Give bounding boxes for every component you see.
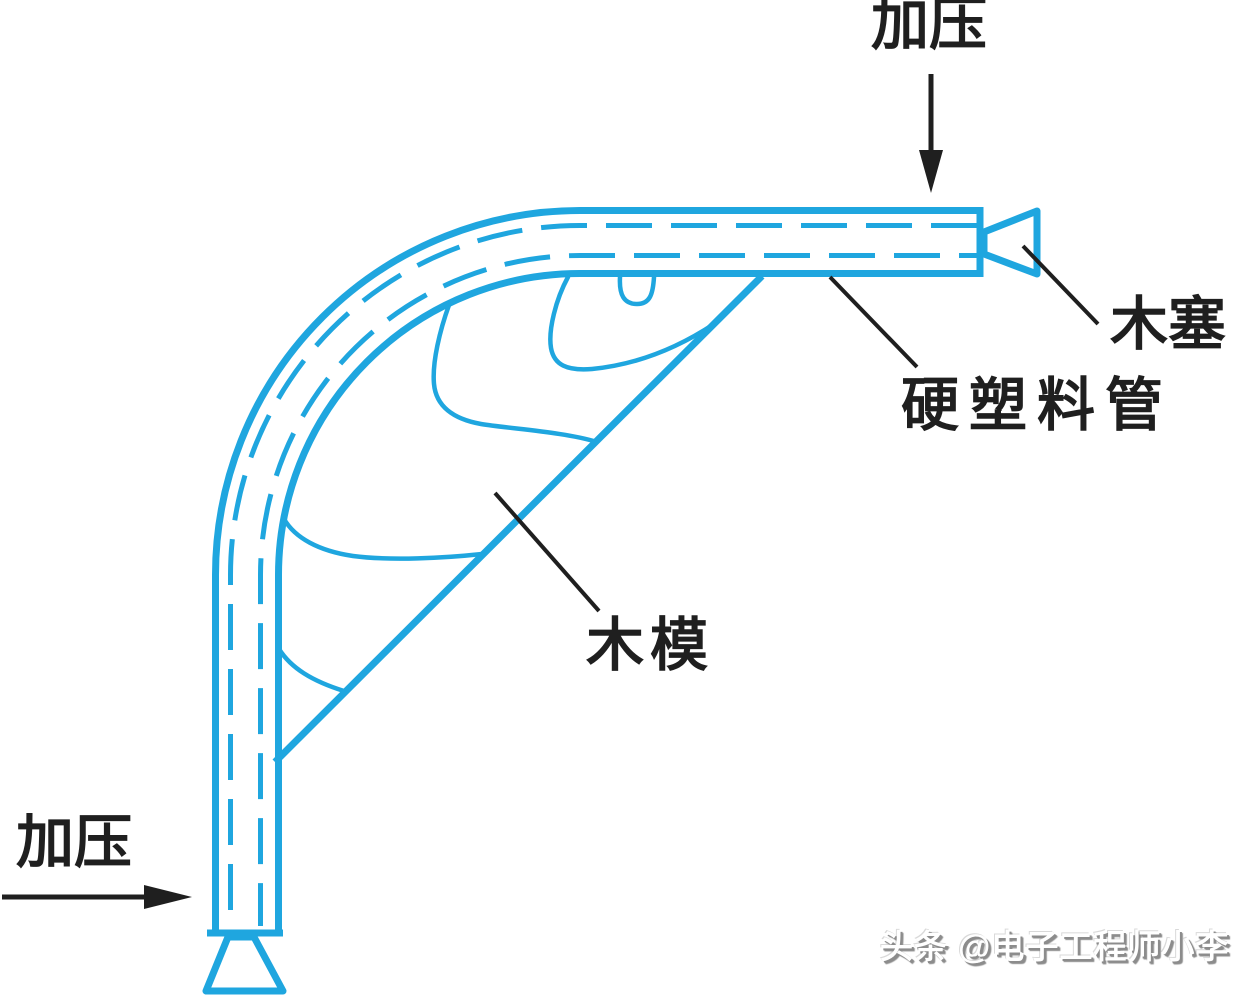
- wood-plug-label: 木塞: [1110, 292, 1227, 357]
- hard-plastic-tube-label: 硬塑料管: [901, 373, 1174, 438]
- leader-line-plastic-tube: [828, 275, 919, 369]
- wood-plug-bottom-shape: [202, 933, 287, 995]
- leader-line-wood-mold: [493, 491, 601, 613]
- wood-mold-label: 木模: [586, 613, 715, 678]
- tube-bore-hidden-line-outer: [228, 223, 977, 926]
- wood-grain-lowest: [276, 646, 347, 694]
- arrow-right-icon: [2, 885, 192, 909]
- wood-grain-upper: [548, 274, 717, 372]
- wood-grain-lower: [281, 516, 485, 561]
- watermark-text: 头条 @电子工程师小李: [880, 928, 1230, 965]
- tube-inner-side-wall: [275, 270, 980, 931]
- pressure-label-top: 加压: [871, 0, 988, 57]
- tube-outer-wall: [212, 207, 980, 931]
- pressure-label-left: 加压: [16, 810, 133, 875]
- wood-plug-right-shape: [980, 207, 1041, 278]
- wood-grain-loop: [617, 274, 657, 307]
- wood-grain-middle: [431, 302, 600, 445]
- tube-bore-hidden-line-inner: [258, 253, 977, 926]
- arrow-down-icon: [919, 74, 943, 193]
- leader-line-wood-plug: [1021, 244, 1100, 326]
